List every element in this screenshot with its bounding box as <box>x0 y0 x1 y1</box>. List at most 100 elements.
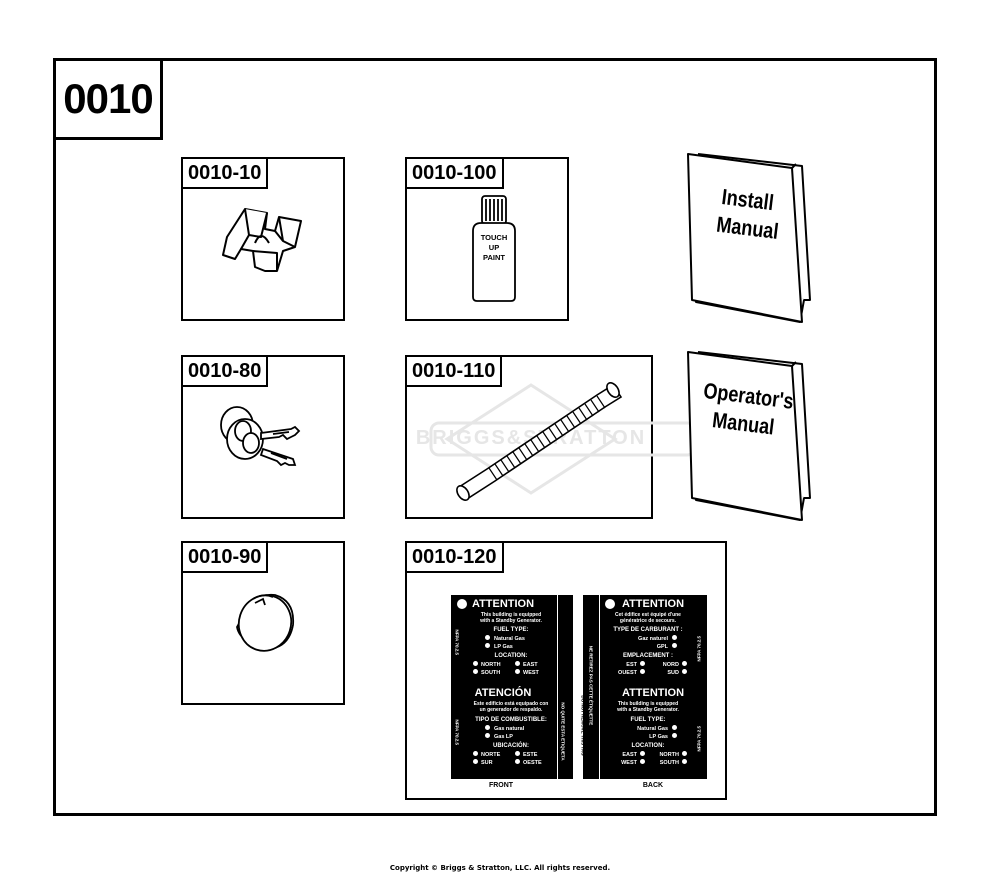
label-option-text: Gas LP <box>494 734 513 740</box>
label-heading: ATTENTION <box>621 687 685 699</box>
label-option: GPL <box>627 643 677 651</box>
label-option-text: Gas natural <box>494 726 525 732</box>
front-caption: FRONT <box>488 782 514 789</box>
label-option-text: SUR <box>481 760 493 766</box>
label-line: UP <box>488 243 500 252</box>
label-side-text: NE RETIREZ PAS CETTE ÉTIQUETTE <box>588 645 594 726</box>
label-option: Gas natural <box>485 725 524 733</box>
label-option: NORTH <box>473 661 515 669</box>
part-number-tag: 0010-100 <box>405 157 504 189</box>
label-heading: ATENCIÓN <box>474 687 532 699</box>
label-option-text: NORTH <box>659 752 679 758</box>
label-body-line: This building is equipped <box>480 612 542 618</box>
back-caption: BACK <box>642 782 664 789</box>
label-option-text: GPL <box>656 644 668 650</box>
label-option-text: LP Gas <box>649 734 668 740</box>
label-option: ESTE <box>515 751 557 759</box>
label-option-text: ESTE <box>523 752 538 758</box>
label-option-text: EAST <box>622 752 637 758</box>
label-option-text: Natural Gas <box>494 636 525 642</box>
label-group-title: TIPO DE COMBUSTIBLE: <box>475 717 547 723</box>
front-label: ATTENTION This building is equipped with… <box>451 595 573 779</box>
part-panel-0010-120[interactable]: 0010-120 ATTENTION This building is equi… <box>405 541 727 800</box>
part-panel-0010-90[interactable]: 0010-90 <box>181 541 345 705</box>
label-option-text: WEST <box>523 670 539 676</box>
label-option: EST <box>603 661 645 669</box>
label-option: EAST <box>603 751 645 759</box>
label-option-text: OESTE <box>523 760 542 766</box>
label-body-line: with a Standby Generator. <box>480 618 542 624</box>
label-group-title: FUEL TYPE: <box>630 717 666 723</box>
label-side-text: NFPA 70.2.5 <box>454 719 460 746</box>
label-group-title: LOCATION: <box>631 743 665 749</box>
label-option: WEST <box>603 759 645 767</box>
label-side-text: NFPA 70.2.5 <box>696 725 702 752</box>
operators-manual[interactable]: Operator's Manual <box>686 348 812 524</box>
label-option-text: WEST <box>621 760 637 766</box>
label-option: LP Gas <box>485 643 525 651</box>
part-panel-0010-10[interactable]: 0010-10 <box>181 157 345 321</box>
label-line: TOUCH <box>480 233 508 242</box>
label-body-line: Este edificio está equipado con <box>473 701 549 707</box>
label-group-title: EMPLACEMENT : <box>623 653 673 659</box>
label-body-line: un generador de respaldo. <box>479 707 543 713</box>
label-option: LP Gas <box>627 733 677 741</box>
label-option: Natural Gas <box>485 635 525 643</box>
part-number-tag: 0010-10 <box>181 157 269 189</box>
part-number-tag: 0010-90 <box>181 541 269 573</box>
label-body-line: This building is equipped <box>617 701 679 707</box>
copyright-notice: Copyright © Briggs & Stratton, LLC. All … <box>389 864 611 872</box>
back-label: NE RETIREZ PAS CETTE ÉTIQUETTE ATTENTION… <box>583 595 707 779</box>
label-option: SUD <box>645 669 687 677</box>
diagram-frame <box>53 58 937 816</box>
label-option: Gas LP <box>485 733 524 741</box>
keys-icon <box>220 406 301 467</box>
part-number-tag: 0010-110 <box>405 355 503 387</box>
label-group-title: TYPE DE CARBURANT : <box>613 627 683 633</box>
plug-cap-icon <box>236 593 295 652</box>
label-option-text: SOUTH <box>481 670 501 676</box>
label-option: EAST <box>515 661 557 669</box>
label-line: PAINT <box>483 253 505 262</box>
label-option: OESTE <box>515 759 557 767</box>
label-option: Natural Gas <box>627 725 677 733</box>
label-side-text: NO QUITE ESTA ETIQUETA <box>560 702 566 761</box>
label-heading: ATTENTION <box>471 598 535 610</box>
watermark-text: BRIGGS&STRATTON <box>415 427 647 449</box>
label-option-text: LP Gas <box>494 644 513 650</box>
part-panel-0010-80[interactable]: 0010-80 <box>181 355 345 519</box>
label-option: SOUTH <box>473 669 515 677</box>
label-option-text: NORTE <box>481 752 501 758</box>
install-manual[interactable]: Install Manual <box>686 150 812 326</box>
part-number-tag: 0010-120 <box>405 541 504 573</box>
paint-bottle-icon <box>472 195 516 302</box>
fuse-icon <box>222 208 302 272</box>
label-option-text: NORD <box>662 662 679 668</box>
label-group-title: LOCATION: <box>494 653 528 659</box>
part-panel-0010-110[interactable]: 0010-110 BRIGGS&STRATTON <box>405 355 697 519</box>
label-option-text: OUEST <box>618 670 637 676</box>
label-option-text: EAST <box>523 662 538 668</box>
flex-hose-icon <box>456 382 623 501</box>
label-side-text: NFPA 70.2.5 <box>696 635 702 662</box>
label-body-line: with a Standby Generator. <box>617 707 679 713</box>
label-option-text: SOUTH <box>659 760 679 766</box>
part-panel-0010-100[interactable]: 0010-100 TOUCH UP PAINT <box>405 157 569 321</box>
part-number-tag: 0010-80 <box>181 355 269 387</box>
label-option: NORD <box>645 661 687 669</box>
label-option: NORTH <box>645 751 687 759</box>
label-body-line: Cet édifice est équipé d'une <box>615 612 681 618</box>
label-option-text: Natural Gas <box>637 726 668 732</box>
label-option-text: Gaz naturel <box>638 636 668 642</box>
label-option: SUR <box>473 759 515 767</box>
label-option: OUEST <box>603 669 645 677</box>
label-option: Gaz naturel <box>627 635 677 643</box>
diagram-title: 0010 <box>53 58 163 140</box>
label-side-text: NFPA 70.2.5 <box>454 629 460 656</box>
paint-bottle-label: TOUCH UP PAINT <box>473 233 515 263</box>
label-option-text: EST <box>626 662 637 668</box>
label-option-text: SUD <box>667 670 679 676</box>
booklet-icon <box>687 153 811 323</box>
label-group-title: UBICACIÓN: <box>493 743 529 749</box>
label-body-line: génératrice de secours. <box>619 618 677 624</box>
